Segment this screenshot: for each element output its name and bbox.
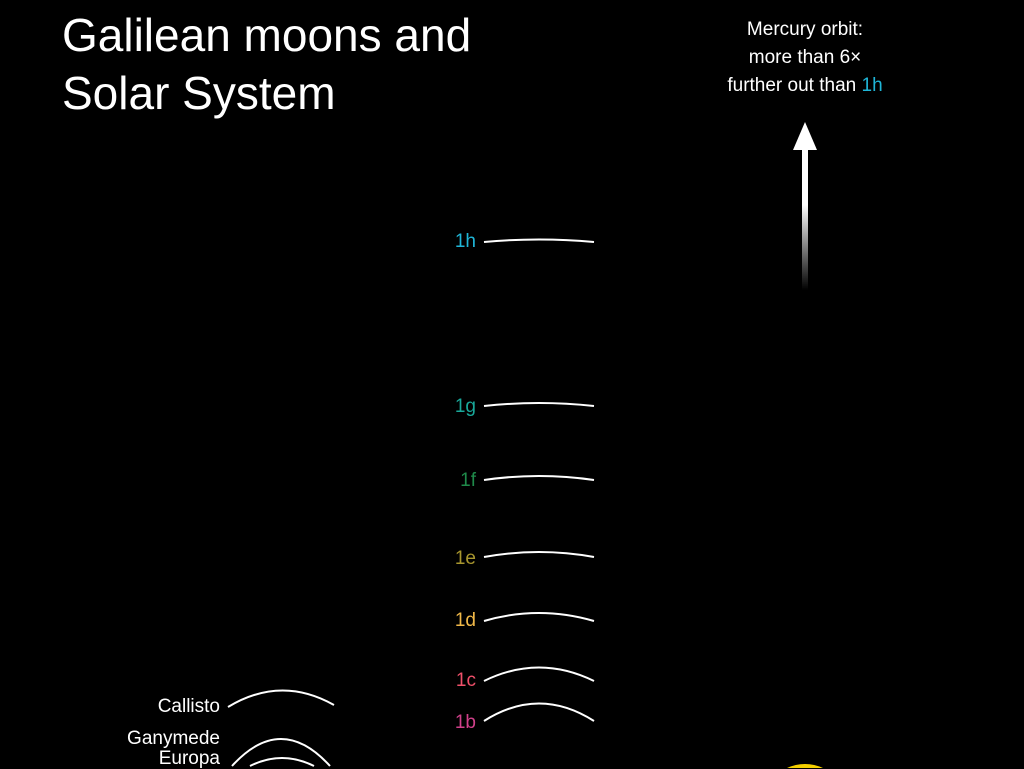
orbit-1d xyxy=(483,612,595,622)
orbit-1g xyxy=(483,402,595,407)
title-line-2: Solar System xyxy=(62,67,336,119)
orbit-callisto xyxy=(227,689,335,708)
planet-label-1h: 1h xyxy=(454,231,476,252)
orbit-1b xyxy=(483,702,595,722)
planet-label-1c: 1c xyxy=(455,670,476,691)
note-line-3: further out than xyxy=(727,75,862,96)
orbit-1e xyxy=(483,551,595,558)
orbit-ganymede xyxy=(231,738,331,767)
orbit-1c xyxy=(483,666,595,682)
arrow-up-icon xyxy=(793,122,817,150)
orbit-1h xyxy=(483,238,595,243)
orbit-europa xyxy=(249,757,315,767)
moon-label-ganymede: Ganymede xyxy=(127,728,220,749)
title-line-1: Galilean moons and xyxy=(62,9,472,61)
planet-label-1e: 1e xyxy=(454,548,476,569)
orbit-1f xyxy=(483,475,595,481)
sun xyxy=(787,763,823,768)
arrow-shaft xyxy=(802,148,808,290)
note-highlight: 1h xyxy=(861,75,883,96)
moon-label-europa: Europa xyxy=(158,748,220,769)
mercury-orbit-note: Mercury orbit: more than 6× further out … xyxy=(690,16,920,100)
planet-label-1g: 1g xyxy=(454,396,476,417)
note-line-2: more than 6× xyxy=(748,47,862,68)
planet-label-1f: 1f xyxy=(460,470,476,491)
planet-label-1b: 1b xyxy=(454,712,476,733)
diagram-title: Galilean moons and Solar System xyxy=(62,6,471,122)
moon-label-callisto: Callisto xyxy=(157,696,220,717)
planet-label-1d: 1d xyxy=(454,610,476,631)
note-line-1: Mercury orbit: xyxy=(746,19,864,40)
